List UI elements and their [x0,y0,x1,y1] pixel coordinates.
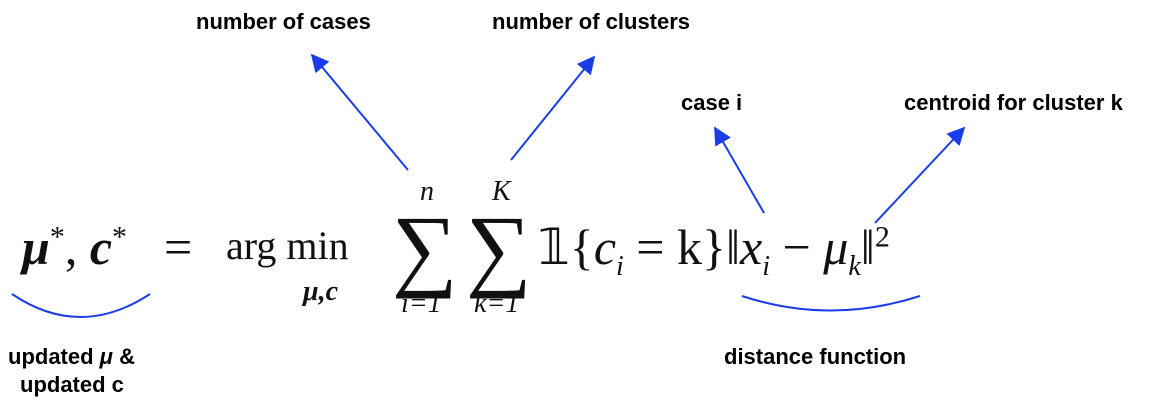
equation-rhs: 𝟙{ci = k}‖xi − μk‖2 [538,222,890,281]
label-updated-mu: updated μ & [8,344,135,370]
label-updated-suffix: & [112,344,135,369]
mu-k-symbol: μ [823,219,849,275]
label-updated-c: updated c [20,372,124,397]
norm-open: ‖ [726,219,741,275]
arrow-to-centroid [874,126,966,224]
label-updated-mu-symbol: μ [99,344,113,369]
label-case-i: case i [681,90,743,115]
sum1-upper: n [420,176,434,207]
arrow-to-case-i [714,126,765,214]
label-number-of-clusters: number of clusters [492,9,691,34]
square-exponent: 2 [874,220,890,254]
label-distance-function: distance function [724,344,907,369]
sum1-lower: i=1 [401,288,442,319]
c-i: c [593,219,617,275]
c-i-subscript: i [616,251,624,282]
equation-lhs: μ*, c* [22,222,127,272]
label-centroid: centroid for cluster k [904,90,1123,115]
norm-close: ‖ [860,219,875,275]
sum2-symbol: ∑ [466,197,532,299]
c-star: * [112,220,128,254]
x-subscript: i [762,251,771,282]
argmin-operator: arg min [226,223,349,268]
lhs-comma: , [64,219,90,275]
equals-sign: = [164,219,193,275]
mu-star: * [49,220,65,254]
mu-k-subscript: k [848,251,861,282]
equals-k: = k} [623,219,726,275]
arrow-to-number-of-cases [310,53,409,171]
sum2-upper: K [492,176,511,207]
label-updated-prefix: updated [8,344,100,369]
brace-distance-function [741,295,921,312]
indicator-open: 𝟙{ [538,219,594,275]
label-number-of-cases: number of cases [196,9,371,34]
mu-symbol: μ [22,219,50,275]
arrow-to-number-of-clusters [510,55,596,161]
argmin-subscript: μ,c [303,276,338,307]
c-symbol: c [89,219,113,275]
sum2-lower: k=1 [474,288,520,319]
sum1-symbol: ∑ [392,197,458,299]
minus-sign: − [770,219,824,275]
x-symbol: x [740,219,763,275]
brace-updated [11,293,151,318]
